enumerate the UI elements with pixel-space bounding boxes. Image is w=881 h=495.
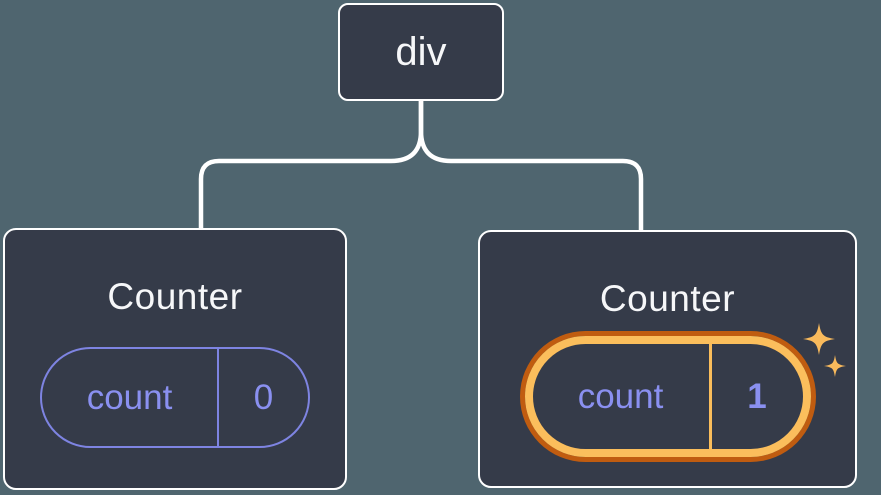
state-value-label: 1 — [708, 344, 803, 449]
state-key-label: count — [86, 377, 173, 417]
tree-node-div: div — [338, 3, 504, 101]
sparkle-large — [803, 323, 835, 355]
connector-root-to-right — [418, 98, 644, 234]
component-title: Counter — [107, 276, 243, 317]
state-key-label: count — [577, 376, 664, 416]
state-value-label: 0 — [217, 349, 308, 446]
sparkle-small — [824, 355, 846, 377]
connector-root-to-left — [198, 98, 424, 232]
div-node-label: div — [395, 30, 447, 74]
tree-node-counter-right: Counter count 1 — [478, 230, 857, 488]
tree-node-counter-left: Counter count 0 — [3, 228, 347, 490]
state-pill-count-0: count 0 — [40, 347, 310, 448]
component-title: Counter — [599, 278, 736, 319]
state-pill-count-1-highlighted: count 1 — [524, 336, 811, 457]
